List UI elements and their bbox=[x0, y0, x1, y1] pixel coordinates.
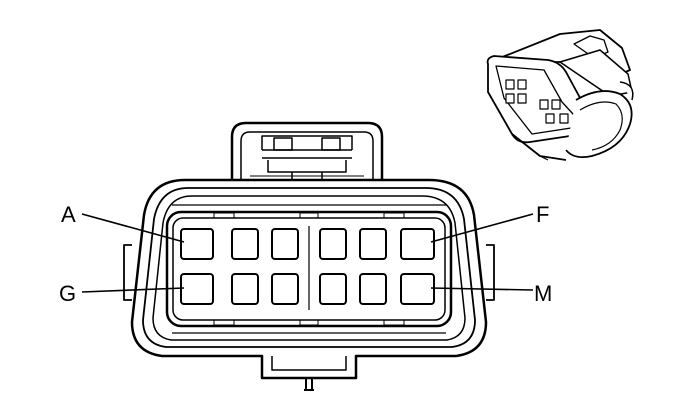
pin-j-cavity bbox=[271, 273, 299, 305]
leader-line-a bbox=[81, 213, 185, 243]
pin-label-m: M bbox=[534, 281, 552, 306]
leader-line-g bbox=[81, 287, 185, 293]
pin-a-cavity bbox=[180, 228, 214, 260]
connector-face bbox=[123, 121, 495, 391]
locking-tab bbox=[230, 121, 384, 188]
leader-lines bbox=[81, 213, 534, 293]
pin-h-cavity bbox=[231, 273, 259, 305]
pin-label-f: F bbox=[536, 202, 549, 227]
pin-label-a: A bbox=[61, 202, 76, 227]
pin-f-cavity bbox=[400, 228, 435, 260]
connector-isometric-view bbox=[486, 29, 634, 161]
pin-m-cavity bbox=[400, 273, 435, 305]
connector-housing bbox=[123, 178, 495, 391]
pin-k-cavity bbox=[319, 273, 347, 305]
pin-b-cavity bbox=[231, 228, 259, 260]
pin-e-cavity bbox=[359, 228, 387, 260]
pin-label-g: G bbox=[59, 281, 76, 306]
pin-l-cavity bbox=[359, 273, 387, 305]
leader-line-m bbox=[430, 287, 534, 291]
pin-row-top bbox=[180, 228, 435, 260]
pin-g-cavity bbox=[180, 273, 214, 305]
leader-line-f bbox=[430, 213, 534, 243]
pin-d-cavity bbox=[319, 228, 347, 260]
pin-row-bottom bbox=[180, 273, 435, 305]
pin-c-cavity bbox=[271, 228, 299, 260]
